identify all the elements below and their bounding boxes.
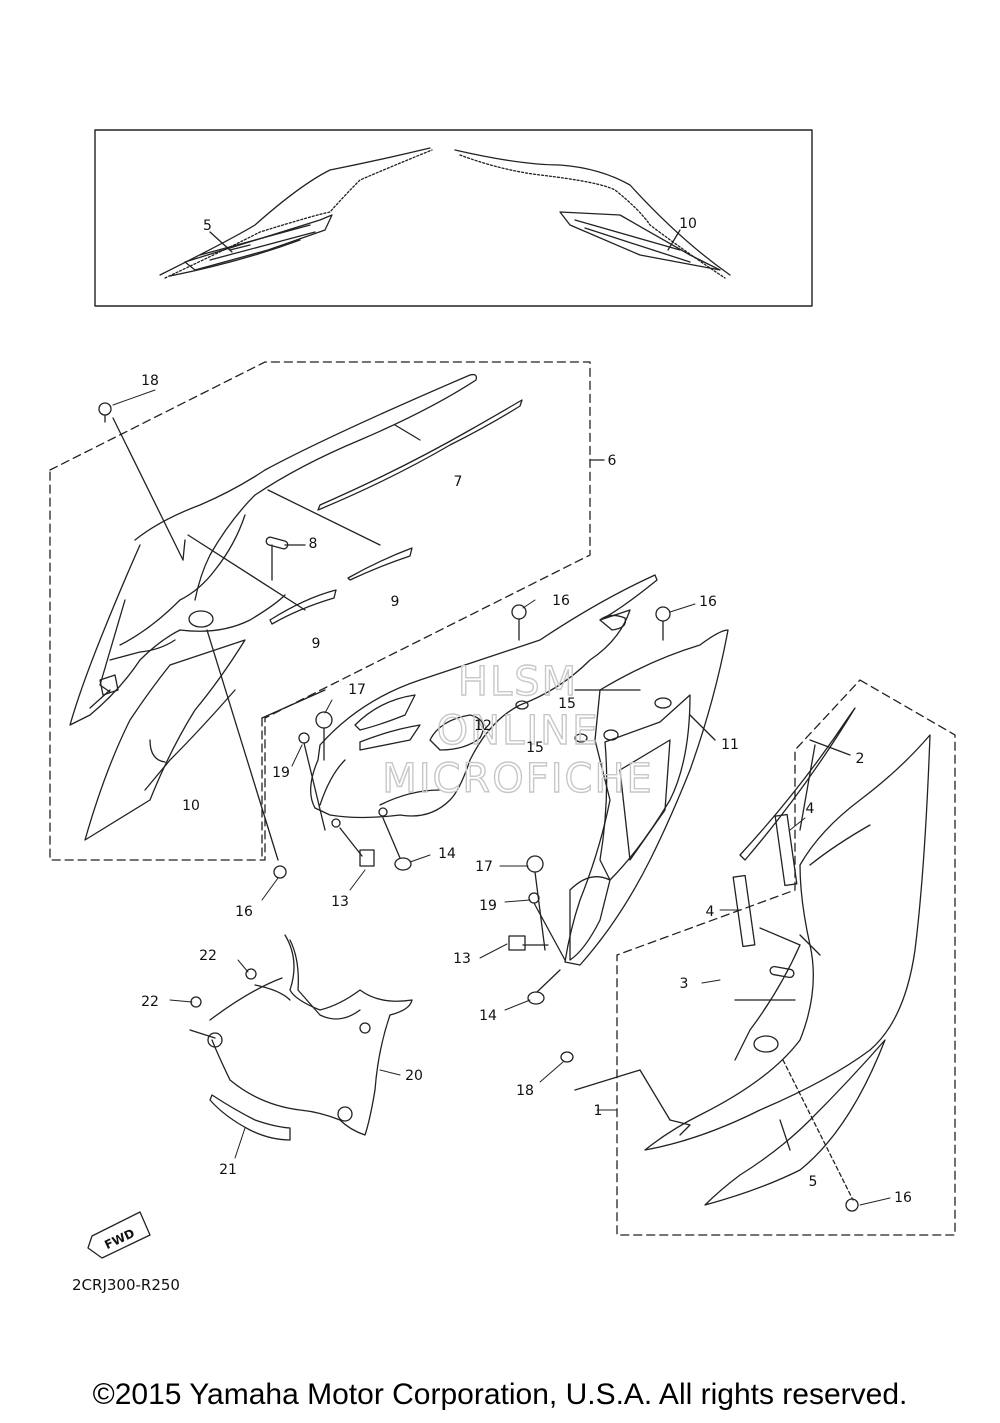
callout-12: 12: [474, 718, 492, 734]
callout-16: 16: [894, 1190, 912, 1206]
callout-11: 11: [721, 737, 739, 753]
watermark: HLSM ONLINE MICROFICHE: [381, 658, 654, 802]
strip-21: [209, 1094, 291, 1141]
callout-8: 8: [309, 536, 318, 552]
callout-6: 6: [608, 453, 617, 469]
side-cover-right: [574, 707, 931, 1206]
callout-17: 17: [348, 682, 366, 698]
callout-1: 1: [594, 1103, 603, 1119]
callout-labels: 5 10 18 6 7 8 9 9 16 16 15 15 12 17 19 1…: [141, 216, 912, 1206]
lower-cover-20: [189, 934, 413, 1136]
svg-text:HLSM: HLSM: [458, 659, 578, 705]
callout-18: 18: [141, 373, 159, 389]
fwd-arrow: [87, 1211, 151, 1259]
inner-panel-12: [310, 574, 658, 819]
callout-4: 4: [806, 801, 815, 817]
callout-17: 17: [475, 859, 493, 875]
inset-box: [94, 129, 813, 307]
copyright-notice: ©2015 Yamaha Motor Corporation, U.S.A. A…: [92, 1378, 908, 1411]
fasteners: [98, 402, 859, 1212]
fwd-label: FWD: [102, 1226, 136, 1252]
callout-16: 16: [235, 904, 253, 920]
callout-10: 10: [679, 216, 697, 232]
decal-7: [317, 399, 523, 511]
callout-15: 15: [558, 696, 576, 712]
callout-5: 5: [809, 1174, 818, 1190]
callout-3: 3: [680, 976, 689, 992]
callout-20: 20: [405, 1068, 423, 1084]
callout-14: 14: [479, 1008, 497, 1024]
callout-16: 16: [699, 594, 717, 610]
callout-16: 16: [552, 593, 570, 609]
callout-13: 13: [453, 951, 471, 967]
callout-10: 10: [182, 798, 200, 814]
decal-9-upper: [347, 547, 413, 581]
callout-19: 19: [479, 898, 497, 914]
callout-14: 14: [438, 846, 456, 862]
callout-19: 19: [272, 765, 290, 781]
callout-15: 15: [526, 740, 544, 756]
svg-text:MICROFICHE: MICROFICHE: [382, 756, 654, 802]
callout-13: 13: [331, 894, 349, 910]
inner-panel-11: [564, 629, 729, 966]
side-cover-left: [69, 373, 478, 841]
inset-decal-right: [454, 149, 731, 279]
callout-2: 2: [856, 751, 865, 767]
callout-9: 9: [391, 594, 400, 610]
decal-9-lower: [269, 589, 337, 625]
diagram-code: 2CRJ300-R250: [72, 1276, 180, 1294]
callout-18: 18: [516, 1083, 534, 1099]
inset-decal-left: [159, 147, 433, 279]
callout-9: 9: [312, 636, 321, 652]
part-8: [265, 536, 289, 550]
callout-22: 22: [199, 948, 217, 964]
group-1-boundary: [616, 679, 956, 1236]
callout-21: 21: [219, 1162, 237, 1178]
callout-7: 7: [454, 474, 463, 490]
callout-22: 22: [141, 994, 159, 1010]
callout-4: 4: [706, 904, 715, 920]
callout-5: 5: [203, 218, 212, 234]
svg-text:ONLINE: ONLINE: [437, 708, 600, 754]
group-6-boundary: [49, 361, 591, 861]
